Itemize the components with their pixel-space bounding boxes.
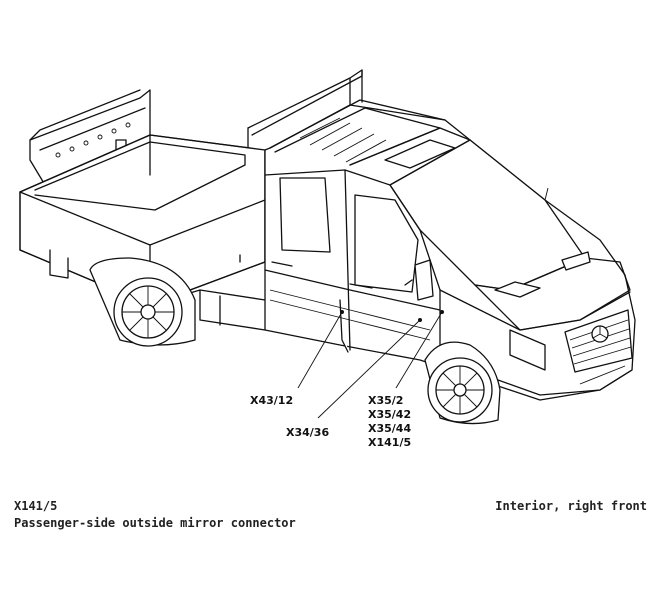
callout-x35-44: X35/44 [368,422,411,435]
cargo-bed [19,134,266,306]
leader-x35-group [395,311,443,389]
front-wheel [424,341,501,425]
callout-x35-2: X35/2 [368,394,403,407]
component-location: Interior, right front [495,499,647,513]
leader-x43-12 [297,311,343,389]
front-end [439,289,633,396]
leader-dot-x34-36 [418,318,422,322]
callout-x141-5: X141/5 [368,436,411,449]
callout-x35-42: X35/42 [368,408,411,421]
leader-dot-x35-group [440,310,444,314]
callout-x43-12: X43/12 [250,394,293,407]
leader-dot-x43-12 [340,310,344,314]
truck-illustration [19,69,636,425]
component-description: Passenger-side outside mirror connector [14,516,296,530]
leader-lines [297,310,444,419]
leader-x34-36 [317,319,421,419]
callout-x34-36: X34/36 [286,426,329,439]
vehicle-diagram: X43/12 X34/36 X35/2 X35/42 X35/44 X141/5 [19,69,636,449]
rear-wheel [89,257,196,347]
callout-labels: X43/12 X34/36 X35/2 X35/42 X35/44 X141/5 [250,394,411,449]
component-code: X141/5 [14,499,58,513]
